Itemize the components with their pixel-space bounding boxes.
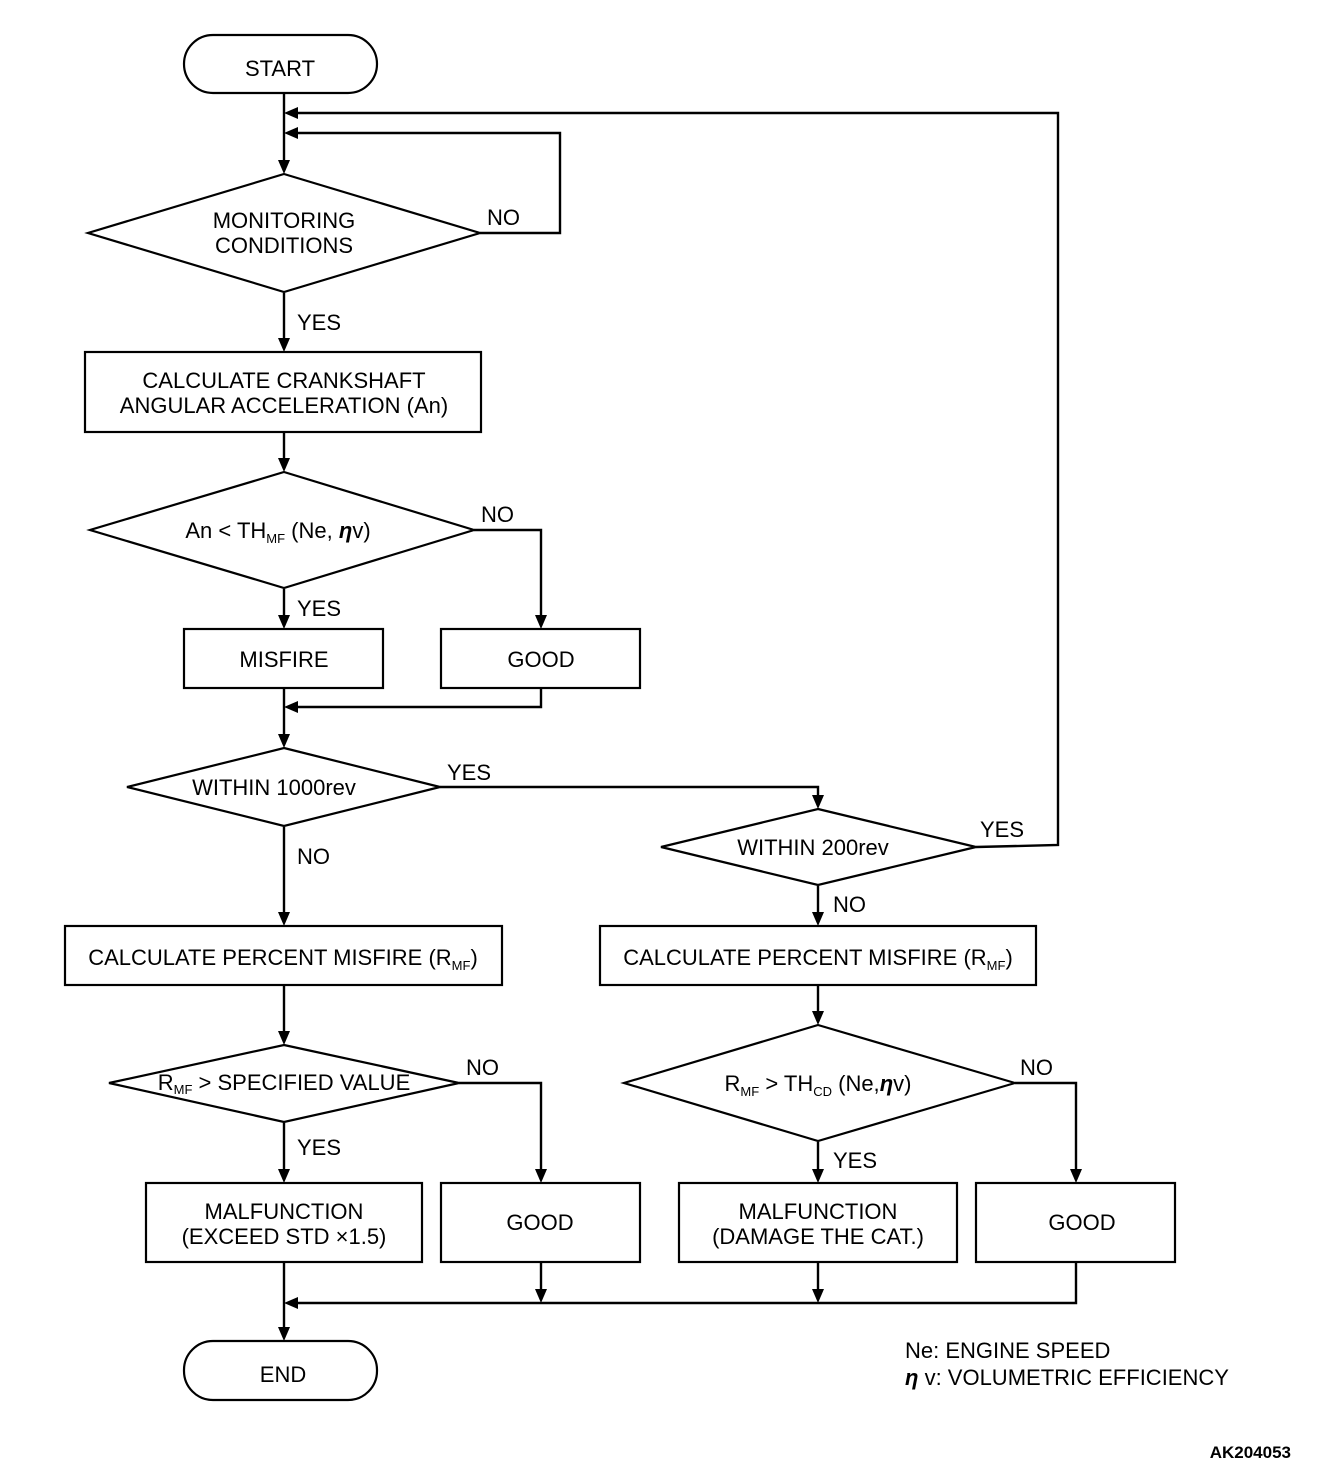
arrowhead — [812, 795, 824, 809]
good-label-3: GOOD — [1048, 1210, 1115, 1235]
legend-eta: η v: VOLUMETRIC EFFICIENCY — [905, 1365, 1229, 1390]
rmf-specified-label: RMF > SPECIFIED VALUE — [158, 1070, 411, 1097]
arrowhead — [535, 1289, 547, 1303]
edge-good1-join — [296, 689, 543, 709]
end-terminator — [182, 1339, 379, 1402]
connectors — [278, 94, 1082, 1341]
shapes — [63, 33, 1177, 1402]
rmf-thcd-label: RMF > THCD (Ne,ηv) — [725, 1071, 912, 1099]
within-1000-yes-label: YES — [447, 760, 491, 785]
calc-accel-label-line1: CALCULATE CRANKSHAFT — [142, 368, 425, 393]
arrowhead — [535, 615, 547, 629]
node-labels: START MONITORING CONDITIONS CALCULATE CR… — [88, 56, 1115, 1387]
arrowhead — [278, 1031, 290, 1045]
calculate-acceleration-process — [83, 350, 483, 434]
threshold-yes-label: YES — [297, 596, 341, 621]
good-process-1 — [439, 627, 642, 690]
good-label-2: GOOD — [506, 1210, 573, 1235]
rmf-thcd-yes-label: YES — [833, 1148, 877, 1173]
edge-monitoring-no-loop — [296, 131, 562, 235]
calculate-percent-right-process — [598, 924, 1038, 987]
good-label-1: GOOD — [507, 647, 574, 672]
malfunction-left-label-line1: MALFUNCTION — [205, 1199, 364, 1224]
arrowhead — [278, 1327, 290, 1341]
arrowhead — [278, 615, 290, 629]
rmf-thcd-decision — [620, 1023, 1019, 1143]
good-process-3 — [974, 1181, 1177, 1264]
within-1000-no-label: NO — [297, 844, 330, 869]
rmf-specified-decision — [108, 1043, 460, 1124]
monitoring-yes-label: YES — [297, 310, 341, 335]
malfunction-left-label-line2: (EXCEED STD ×1.5) — [182, 1224, 387, 1249]
arrowhead — [284, 701, 298, 713]
figure-code: AK204053 — [1210, 1443, 1291, 1462]
edge-threshold-no — [474, 528, 543, 616]
rmf-specified-no-label: NO — [466, 1055, 499, 1080]
arrowhead — [812, 1169, 824, 1183]
arrowhead — [1070, 1169, 1082, 1183]
edge-within200-yes-loop — [296, 111, 1060, 849]
malfunction-right-label-line1: MALFUNCTION — [739, 1199, 898, 1224]
edge-rmfspec-no — [459, 1081, 543, 1170]
end-label: END — [260, 1362, 306, 1387]
edge-labels: NO YES NO YES YES NO YES NO NO YES NO YE… — [297, 205, 1053, 1173]
arrowhead — [284, 1297, 298, 1309]
arrowhead — [278, 1169, 290, 1183]
arrowhead — [812, 1011, 824, 1025]
edge-rmfthcd-no — [1015, 1081, 1078, 1170]
monitoring-conditions-decision — [84, 172, 484, 294]
monitoring-label-line2: CONDITIONS — [215, 233, 353, 258]
threshold-no-label: NO — [481, 502, 514, 527]
edge-within1000-yes — [440, 785, 820, 795]
within-1000-decision — [126, 746, 441, 828]
threshold-label: An < THMF (Ne, ηv) — [185, 518, 370, 546]
arrowhead — [284, 127, 298, 139]
arrowhead — [812, 912, 824, 926]
within-200-label: WITHIN 200rev — [737, 835, 889, 860]
rmf-specified-yes-label: YES — [297, 1135, 341, 1160]
arrowhead — [278, 338, 290, 352]
calc-pct-left-label: CALCULATE PERCENT MISFIRE (RMF) — [88, 945, 478, 973]
threshold-decision — [86, 470, 478, 590]
arrowhead — [278, 160, 290, 174]
misfire-label: MISFIRE — [239, 647, 328, 672]
within-1000-label: WITHIN 1000rev — [192, 775, 356, 800]
arrowhead — [278, 458, 290, 472]
edge-bottom-bus — [296, 1263, 1078, 1305]
arrowhead — [284, 107, 298, 119]
monitoring-label-line1: MONITORING — [213, 208, 356, 233]
calculate-percent-left-process — [63, 924, 504, 987]
good-process-2 — [439, 1181, 642, 1264]
arrowhead — [812, 1289, 824, 1303]
legend: Ne: ENGINE SPEED η v: VOLUMETRIC EFFICIE… — [905, 1338, 1229, 1390]
within-200-no-label: NO — [833, 892, 866, 917]
arrowhead — [535, 1169, 547, 1183]
arrowhead — [278, 734, 290, 748]
within-200-decision — [660, 807, 977, 887]
malfunction-left-process — [144, 1181, 424, 1264]
malfunction-right-label-line2: (DAMAGE THE CAT.) — [712, 1224, 924, 1249]
start-label: START — [245, 56, 315, 81]
calc-accel-label-line2: ANGULAR ACCELERATION (An) — [120, 393, 448, 418]
misfire-process — [182, 627, 385, 690]
monitoring-no-label: NO — [487, 205, 520, 230]
legend-ne: Ne: ENGINE SPEED — [905, 1338, 1110, 1363]
arrowhead — [278, 912, 290, 926]
calc-pct-right-label: CALCULATE PERCENT MISFIRE (RMF) — [623, 945, 1013, 973]
rmf-thcd-no-label: NO — [1020, 1055, 1053, 1080]
malfunction-right-process — [677, 1181, 959, 1264]
within-200-yes-label: YES — [980, 817, 1024, 842]
start-terminator — [182, 33, 379, 95]
